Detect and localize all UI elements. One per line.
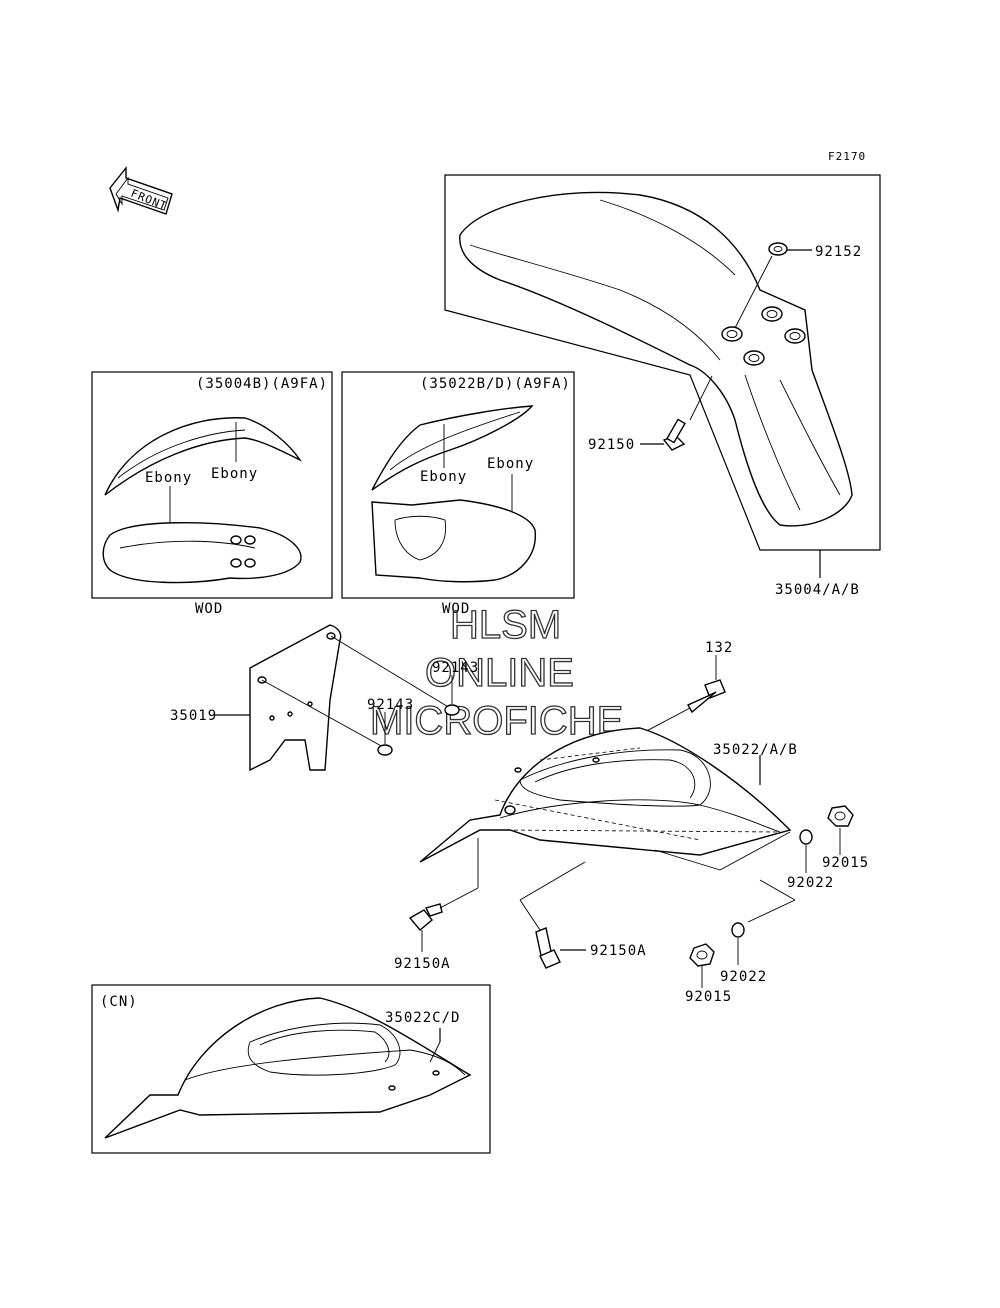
- watermark-line-1: HLSM: [450, 603, 561, 647]
- front-fender-group: 92152 92150 35004/A/B: [444, 174, 881, 598]
- figure-code: F2170: [828, 150, 866, 163]
- bolt-92150-icon: [662, 418, 686, 451]
- inset-front-footer: WOD: [195, 601, 223, 617]
- inset-front-callout-2: Ebony: [145, 470, 192, 486]
- inset-cn-header: (CN): [100, 994, 138, 1010]
- part-label-92015-a: 92015: [822, 855, 869, 871]
- inset-rear-header: (35022B/D)(A9FA): [420, 376, 571, 392]
- nut-92015-a-icon: [827, 805, 854, 827]
- part-label-92022-a: 92022: [787, 875, 834, 891]
- inset-cn-part: 35022C/D: [385, 1010, 460, 1026]
- inset-rear-callout-1: Ebony: [420, 469, 467, 485]
- washer-92143-a-icon: [444, 704, 460, 716]
- bolt-92150a-left-icon: [408, 903, 443, 931]
- part-label-92022-b: 92022: [720, 969, 767, 985]
- part-label-92152: 92152: [815, 244, 862, 260]
- inset-front-header: (35004B)(A9FA): [196, 376, 328, 392]
- inset-cn: (CN) 35022C/D: [91, 984, 491, 1154]
- watermark-line-3: MICROFICHE: [370, 699, 623, 743]
- mudflap-35019: 35019: [170, 624, 451, 772]
- watermark-line-2: ONLINE: [425, 651, 574, 695]
- part-label-35019: 35019: [170, 708, 217, 724]
- inset-front-fender: (35004B)(A9FA) Ebony Ebony WOD: [91, 371, 333, 617]
- part-label-132: 132: [705, 640, 733, 656]
- inset-front-callout-1: Ebony: [211, 466, 258, 482]
- washer-92022-a-icon: [799, 829, 813, 845]
- inset-rear-fender: (35022B/D)(A9FA) Ebony Ebony WOD: [341, 371, 575, 617]
- inset-rear-footer: WOD: [442, 601, 470, 617]
- nut-92015-b-icon: [689, 943, 715, 967]
- part-label-92143-a: 92143: [432, 660, 479, 676]
- washer-92143-b-icon: [377, 744, 393, 756]
- inset-rear-callout-2: Ebony: [487, 456, 534, 472]
- bolt-132-icon: [687, 679, 726, 714]
- rear-fender-35022: 35022/A/B: [419, 727, 798, 871]
- part-label-35004: 35004/A/B: [775, 582, 860, 598]
- part-label-92143-b: 92143: [367, 697, 414, 713]
- part-label-92015-b: 92015: [685, 989, 732, 1005]
- watermark: HLSM ONLINE MICROFICHE: [369, 602, 624, 743]
- washer-92152-icon: [768, 242, 788, 256]
- part-label-35022: 35022/A/B: [713, 742, 798, 758]
- front-arrow-icon: FRONT: [109, 166, 173, 215]
- bolt-92150a-right-icon: [535, 927, 561, 969]
- part-label-92150: 92150: [588, 437, 635, 453]
- part-label-92150a-left: 92150A: [394, 956, 451, 972]
- washer-92022-b-icon: [731, 922, 745, 938]
- part-label-92150a-right: 92150A: [590, 943, 647, 959]
